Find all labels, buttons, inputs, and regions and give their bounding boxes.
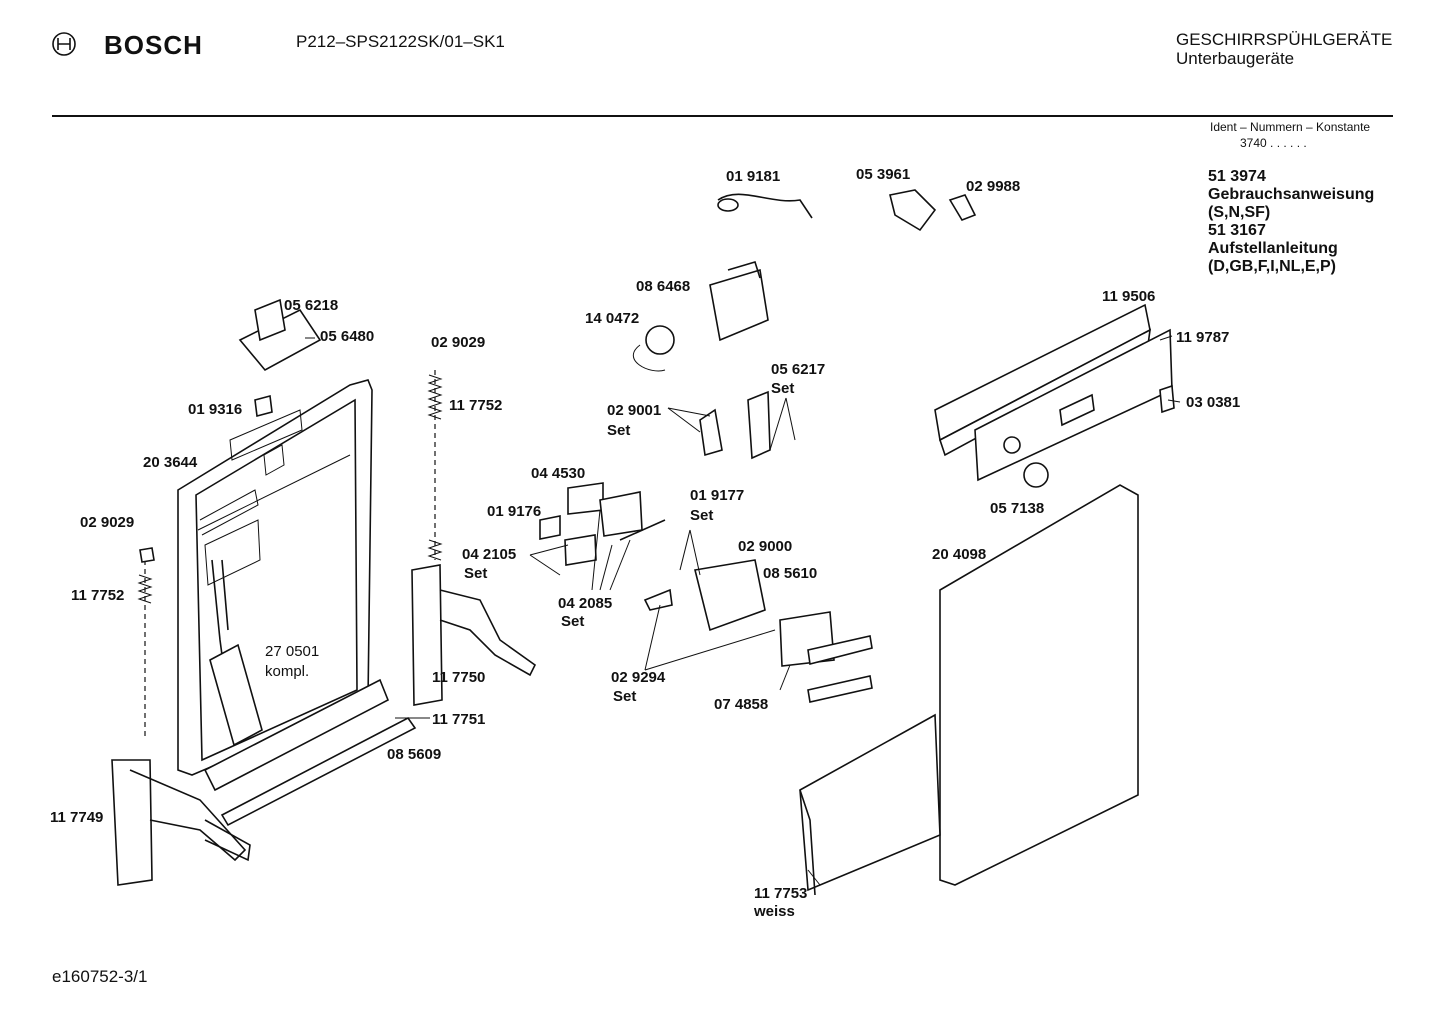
- part-label: 08 5610: [763, 565, 818, 582]
- part-label: 03 0381: [1186, 394, 1241, 411]
- part-label: 02 9001: [607, 402, 662, 419]
- part-label: kompl.: [265, 663, 310, 680]
- ident-label: Ident – Nummern – Konstante: [1210, 120, 1371, 134]
- part-label: 01 9316: [188, 401, 243, 418]
- footer-code: e160752-3/1: [52, 967, 148, 986]
- part-label: 05 6217: [771, 361, 826, 378]
- part-label: 02 9988: [966, 178, 1021, 195]
- part-label: weiss: [754, 903, 795, 920]
- part-label: 08 6468: [636, 278, 691, 295]
- part-label: 05 6480: [320, 328, 375, 345]
- install-number: 51 3167: [1208, 222, 1266, 239]
- ident-value: 3740 . . . . . .: [1240, 136, 1307, 150]
- part-label: Set: [561, 613, 585, 630]
- part-label: 20 4098: [932, 546, 987, 563]
- part-label: 04 2085: [558, 595, 613, 612]
- manual-title: Gebrauchsanweisung: [1208, 186, 1375, 203]
- part-label: 11 7750: [432, 669, 486, 686]
- manual-number: 51 3974: [1208, 168, 1266, 185]
- manual-languages: (S,N,SF): [1208, 204, 1271, 221]
- install-languages: (D,GB,F,I,NL,E,P): [1208, 258, 1336, 275]
- control-panel-drawing: [934, 303, 1175, 488]
- part-label: 02 9029: [431, 334, 486, 351]
- left-hinge-drawing: [111, 547, 251, 886]
- part-label: 11 7752: [449, 397, 503, 414]
- part-label: 02 9029: [80, 514, 135, 531]
- part-label: 27 0501: [265, 643, 320, 660]
- part-label: Set: [771, 380, 795, 397]
- front-panel-drawing: [799, 484, 1139, 896]
- brand-name: BOSCH: [104, 30, 203, 60]
- leader-lines: [305, 335, 1181, 886]
- part-label: 02 9294: [611, 669, 666, 686]
- part-label: Set: [607, 422, 631, 439]
- trim-strips-drawing: [203, 678, 417, 827]
- part-label: 11 7753: [754, 885, 808, 902]
- category-subtitle: Unterbaugeräte: [1176, 49, 1295, 68]
- install-title: Aufstellanleitung: [1208, 240, 1338, 257]
- part-label: Set: [464, 565, 488, 582]
- part-label: 05 7138: [990, 500, 1045, 517]
- timer-drawing: [632, 261, 769, 372]
- model-code: P212–SPS2122SK/01–SK1: [296, 32, 505, 51]
- part-label: 04 4530: [531, 465, 586, 482]
- door-frame-drawing: [177, 379, 373, 776]
- part-label: 11 7752: [71, 587, 125, 604]
- top-hardware-drawing: [238, 189, 977, 418]
- part-label: 14 0472: [585, 310, 640, 327]
- bosch-logo-icon: [52, 32, 76, 56]
- part-label: Set: [613, 688, 637, 705]
- part-label: 20 3644: [143, 454, 198, 471]
- mid-parts-drawing: [539, 390, 873, 703]
- part-label: 01 9181: [726, 168, 781, 185]
- part-label: 02 9000: [738, 538, 793, 555]
- part-label: 07 4858: [714, 696, 769, 713]
- part-label: 08 5609: [387, 746, 442, 763]
- part-label: 11 7751: [432, 711, 486, 728]
- part-label: 11 9787: [1176, 329, 1230, 346]
- part-label: 05 3961: [856, 166, 911, 183]
- part-label: 01 9176: [487, 503, 542, 520]
- spring-drawing: [427, 370, 443, 561]
- part-label: 05 6218: [284, 297, 339, 314]
- hinge-bracket-drawing: [411, 564, 537, 706]
- part-label: 04 2105: [462, 546, 517, 563]
- category-title: GESCHIRRSPÜHLGERÄTE: [1176, 30, 1393, 49]
- part-label: 11 7749: [50, 809, 104, 826]
- part-label: 11 9506: [1102, 288, 1156, 305]
- part-label: 01 9177: [690, 487, 745, 504]
- part-label: Set: [690, 507, 714, 524]
